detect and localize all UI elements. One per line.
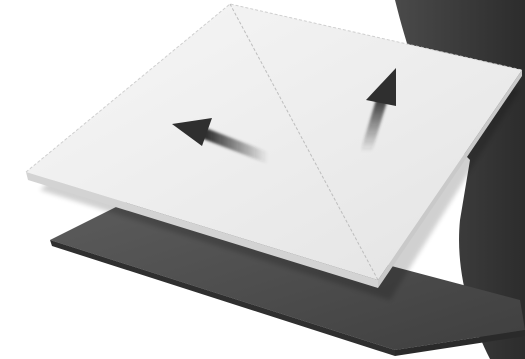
arrow-up-diagonal-icon [360,68,396,158]
fold-line [229,3,379,281]
top-plate [25,3,523,288]
arrow-left-diagonal-icon [172,118,274,164]
bottom-plate [50,198,525,356]
